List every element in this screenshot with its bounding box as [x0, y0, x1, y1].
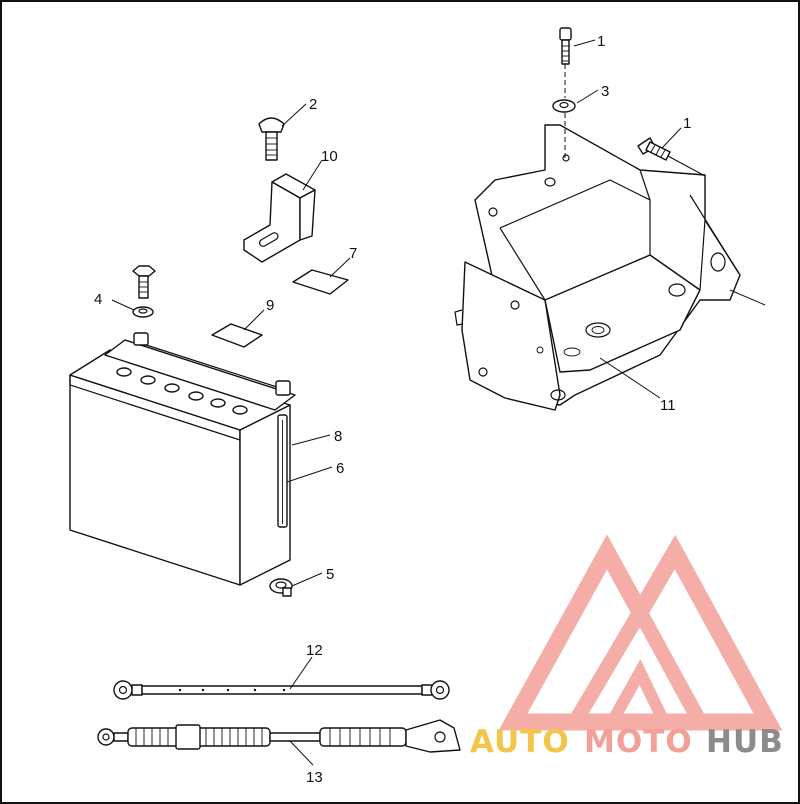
watermark-word-moto: MOTO: [584, 724, 693, 760]
carriage-bolt-2: [258, 117, 285, 161]
watermark-word-hub: HUB: [706, 724, 784, 760]
pad-7: [292, 269, 349, 295]
callout-7: 7: [349, 245, 357, 262]
callout-5: 5: [326, 566, 334, 583]
callout-10: 10: [321, 148, 338, 165]
callout-1-top: 1: [597, 33, 605, 50]
callout-6: 6: [336, 460, 344, 477]
bolt-4: [132, 265, 156, 299]
watermark-logo: [498, 534, 783, 731]
callout-12: 12: [306, 642, 323, 659]
screw-1-top: [559, 27, 572, 98]
bracket-10: [243, 173, 316, 263]
battery-cable-13: [97, 719, 461, 753]
callout-9: 9: [266, 297, 274, 314]
pad-9: [211, 323, 263, 348]
callout-11: 11: [660, 397, 676, 414]
vent-tube-6: [277, 414, 288, 528]
battery-cable-12: [113, 680, 450, 700]
lock-washer-4: [132, 306, 154, 318]
callout-3: 3: [601, 83, 609, 100]
leader-lines: [111, 39, 682, 766]
washer-3: [552, 99, 576, 160]
clamp-5: [269, 578, 293, 597]
callout-2: 2: [309, 96, 317, 113]
battery-8: [69, 332, 296, 586]
battery-tray: [454, 124, 766, 411]
screw-1-side: [637, 137, 706, 177]
callout-13: 13: [306, 769, 323, 786]
watermark-word-auto: AUTO: [470, 724, 570, 760]
callout-1-side: 1: [683, 115, 691, 132]
callout-8: 8: [334, 428, 342, 445]
callout-4: 4: [94, 291, 102, 308]
